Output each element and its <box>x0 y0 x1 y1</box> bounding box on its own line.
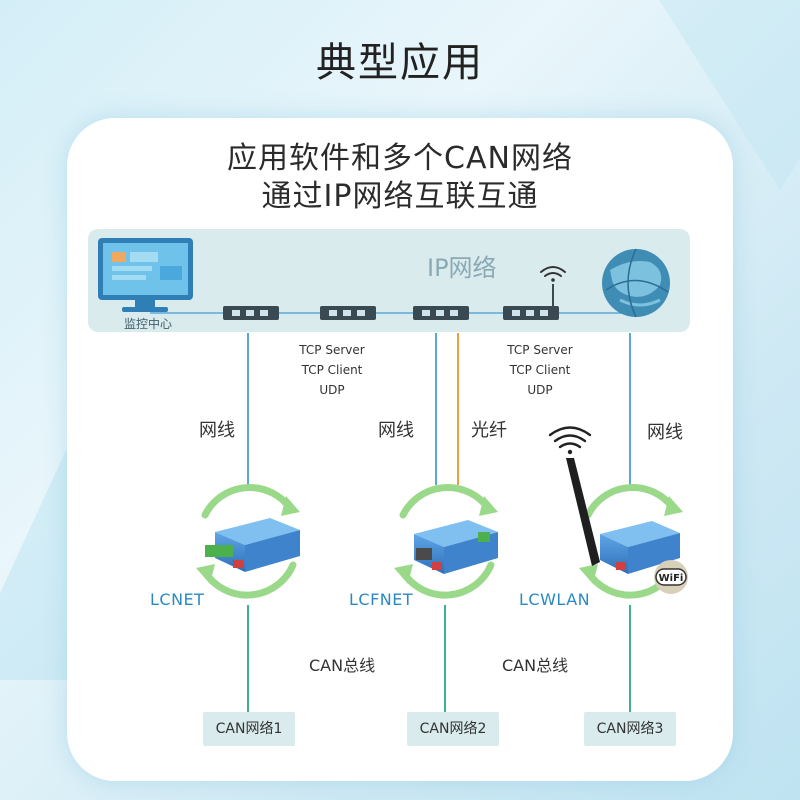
page-title: 典型应用 <box>316 40 484 86</box>
can-network-box: CAN网络2 <box>407 712 499 746</box>
lcfnet-fiber-label: 光纤 <box>471 420 507 441</box>
card-title-line2: 通过IP网络互联互通 <box>261 179 539 214</box>
refresh-arrow-head <box>479 496 498 516</box>
antenna-icon <box>566 458 600 566</box>
can-bus-label-left: CAN总线 <box>309 656 376 675</box>
protocol-item: TCP Client <box>301 363 363 377</box>
refresh-arrow-head <box>664 496 683 516</box>
globe-icon <box>602 248 670 318</box>
refresh-arrow-head <box>394 564 413 584</box>
device-name-lcfnet: LCFNET <box>349 590 414 609</box>
diagram-card <box>67 118 733 781</box>
lcfnet-cable-label: 网线 <box>378 420 414 441</box>
switch-icon <box>223 306 279 320</box>
can-network-box: CAN网络3 <box>584 712 676 746</box>
protocol-item: TCP Server <box>507 343 573 357</box>
can-network-box: CAN网络1 <box>203 712 295 746</box>
refresh-arrow-head <box>196 564 215 584</box>
device-name-lcnet: LCNET <box>150 590 205 609</box>
protocol-list-left: TCP Server TCP Client UDP <box>296 340 368 400</box>
protocol-item: UDP <box>319 383 345 397</box>
can-gateway-device-icon <box>600 521 680 574</box>
wifi-signal-icon <box>540 266 566 282</box>
ip-network-label: IP网络 <box>427 254 497 282</box>
can-gateway-device-icon <box>205 518 300 572</box>
can-bus-label-right: CAN总线 <box>502 656 569 675</box>
wifi-badge-icon: WiFi <box>654 560 688 594</box>
switch-icon <box>320 306 376 320</box>
refresh-arrows-icon <box>399 484 495 599</box>
wifi-signal-icon <box>548 426 592 455</box>
refresh-arrow-head <box>281 496 300 516</box>
protocol-item: TCP Server <box>299 343 365 357</box>
refresh-arrow-head <box>579 564 598 584</box>
monitor-icon <box>98 238 193 312</box>
lcwlan-link-label: 网线 <box>647 422 683 443</box>
protocol-item: UDP <box>527 383 553 397</box>
protocol-list-right: TCP Server TCP Client UDP <box>504 340 576 400</box>
protocol-item: TCP Client <box>509 363 571 377</box>
card-title-line1: 应用软件和多个CAN网络 <box>227 141 573 176</box>
switch-icon <box>503 284 559 320</box>
monitor-caption: 监控中心 <box>124 317 173 331</box>
device-name-lcwlan: LCWLAN <box>519 590 591 609</box>
refresh-arrows-icon <box>201 484 297 599</box>
can-gateway-device-icon <box>414 520 498 574</box>
lcnet-link-label: 网线 <box>199 420 235 441</box>
wifi-badge-text: WiFi <box>659 573 684 584</box>
switch-icon <box>413 306 469 320</box>
